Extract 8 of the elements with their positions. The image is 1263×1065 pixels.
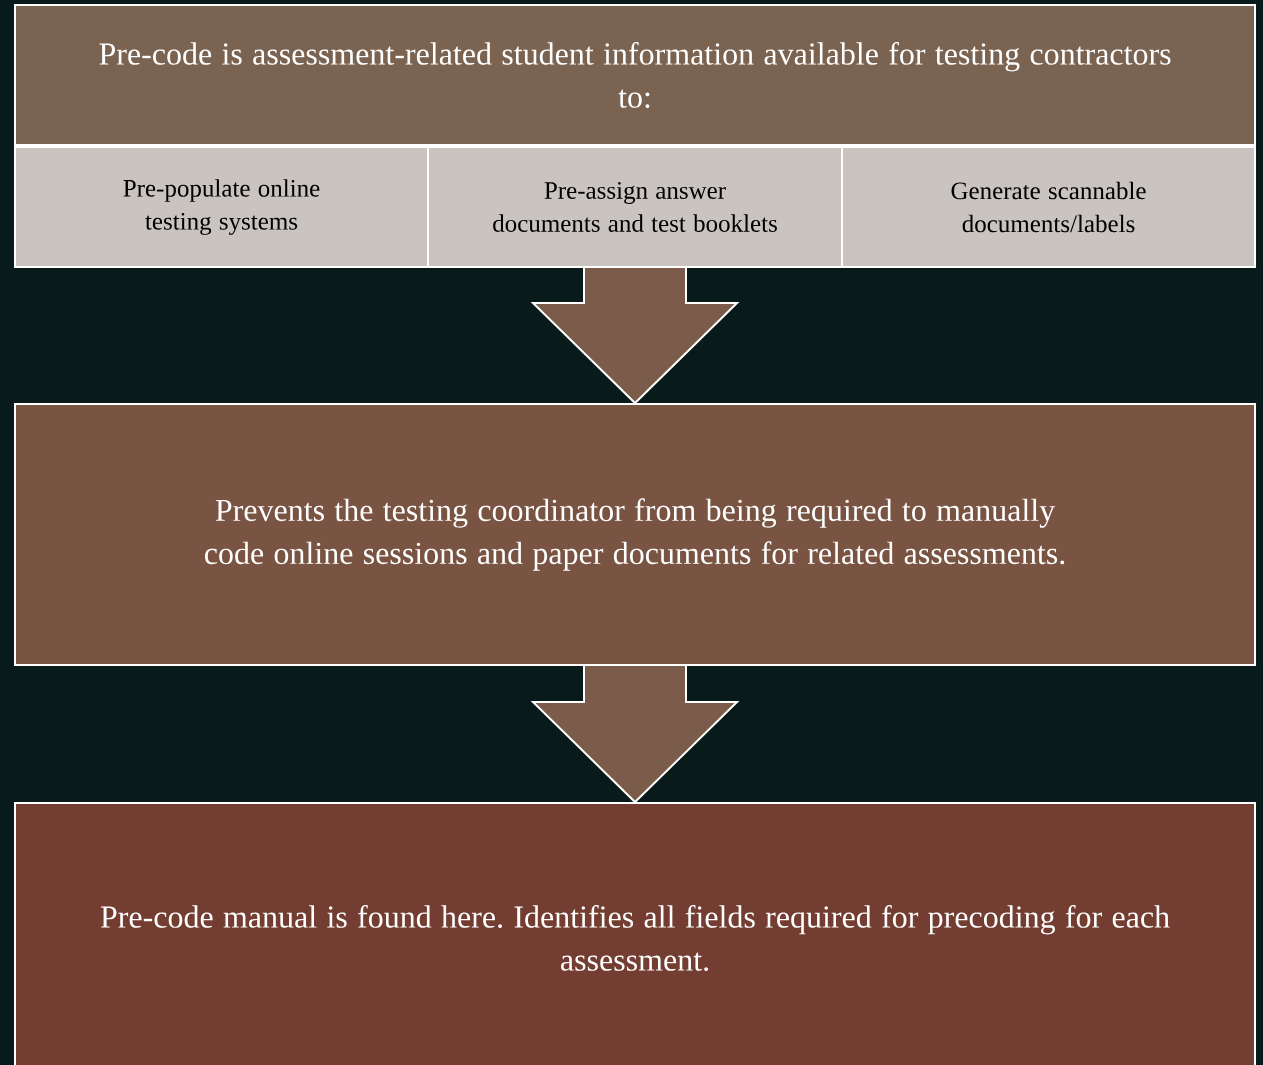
item-box: Generate scannable documents/labels [841, 146, 1256, 268]
result-box: Pre-code manual is found here. Identifies all fields required for precoding for each assessment. [14, 802, 1256, 1065]
heading-box: Pre-code is assessment-related student information available for testing contractors to: [14, 4, 1256, 146]
item-box: Pre-populate online testing systems [14, 146, 429, 268]
block-arrow [530, 665, 740, 804]
item-box: Pre-assign answer documents and test booklets [427, 146, 843, 268]
process-box: Prevents the testing coordinator from being required to manually code online sessions and paper documents for related assessments. [14, 403, 1256, 666]
block-arrow [530, 267, 740, 405]
